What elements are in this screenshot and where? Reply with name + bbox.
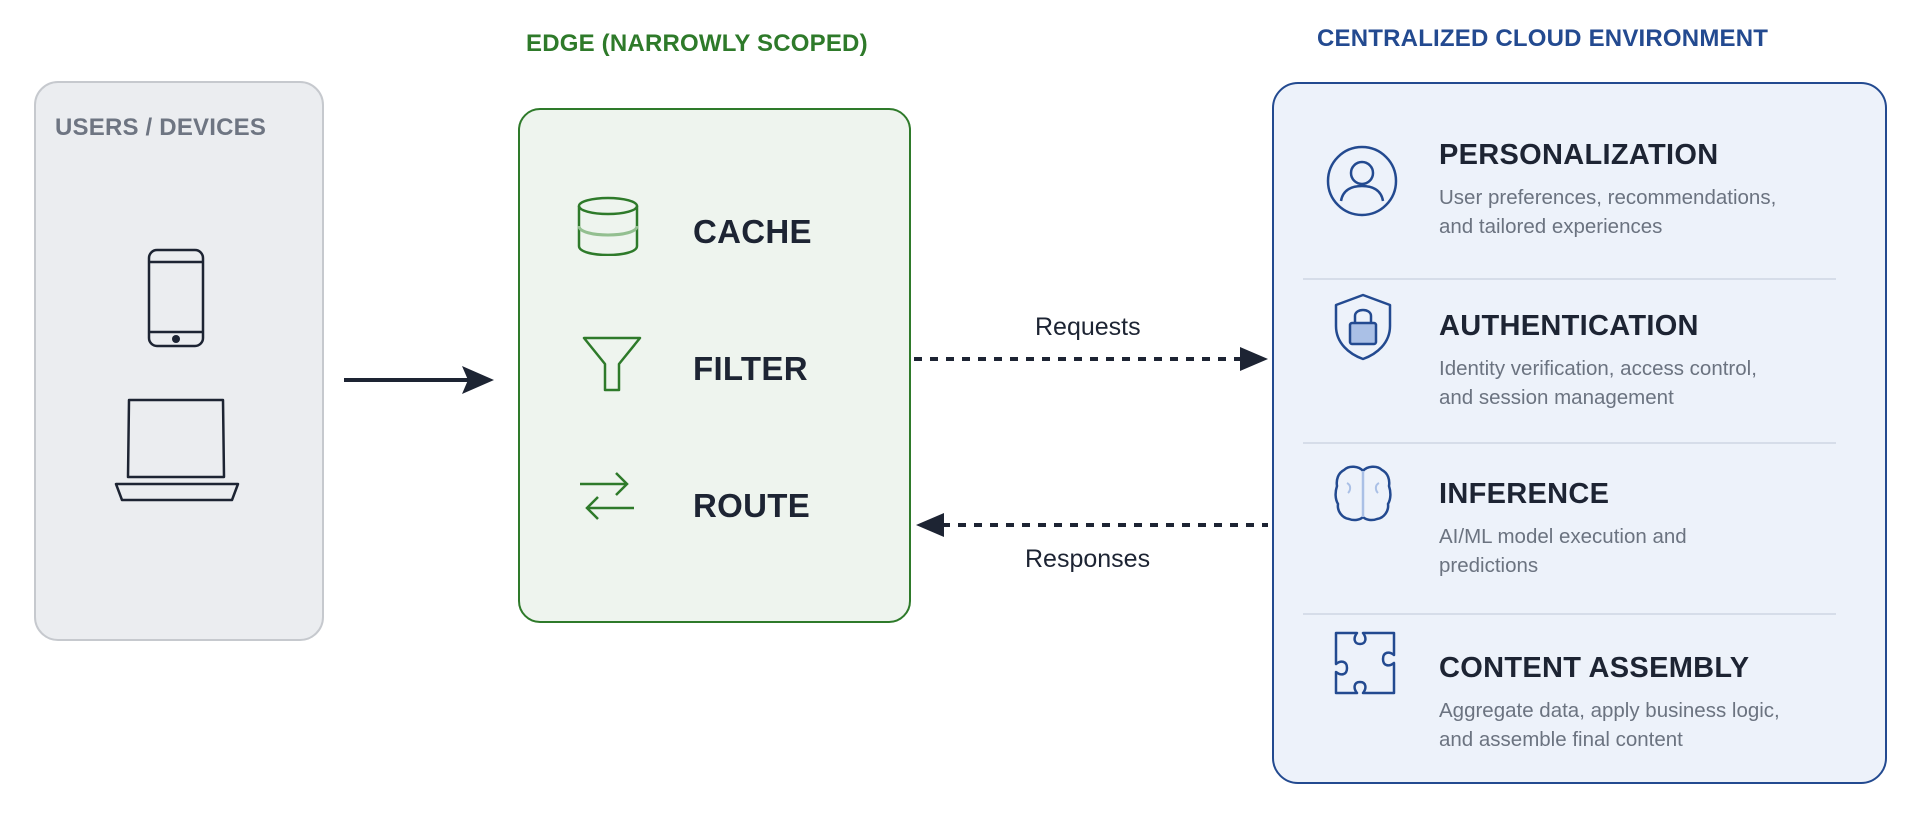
service-description-line: Aggregate data, apply business logic, bbox=[1439, 699, 1780, 722]
service-content-assembly-description: Aggregate data, apply business logic, an… bbox=[1439, 696, 1839, 754]
responses-arrow bbox=[916, 513, 1268, 537]
service-divider bbox=[1303, 278, 1836, 280]
service-description-line: and assemble final content bbox=[1439, 728, 1683, 751]
edge-item-filter-label: FILTER bbox=[693, 350, 808, 387]
database-icon bbox=[577, 196, 639, 256]
shield-lock-icon bbox=[1334, 293, 1392, 361]
service-divider bbox=[1303, 442, 1836, 444]
user-icon bbox=[1326, 145, 1398, 217]
service-description-line: predictions bbox=[1439, 554, 1539, 577]
cloud-title: CENTRALIZED CLOUD ENVIRONMENT bbox=[1317, 25, 1769, 52]
edge-item-route-label: ROUTE bbox=[693, 487, 810, 524]
requests-arrow bbox=[914, 347, 1268, 371]
service-inference-title: INFERENCE bbox=[1439, 478, 1610, 510]
service-personalization-title: PERSONALIZATION bbox=[1439, 139, 1719, 171]
users-to-edge-arrow bbox=[344, 366, 494, 394]
swap-arrows-icon bbox=[580, 472, 634, 520]
edge-item-cache-label: CACHE bbox=[693, 213, 812, 250]
service-description-line: Identity verification, access control, bbox=[1439, 357, 1757, 380]
smartphone-icon bbox=[147, 248, 205, 348]
puzzle-icon bbox=[1334, 631, 1396, 695]
service-description-line: and tailored experiences bbox=[1439, 215, 1663, 238]
service-authentication-description: Identity verification, access control, a… bbox=[1439, 354, 1839, 412]
service-description-line: User preferences, recommendations, bbox=[1439, 186, 1777, 209]
service-description-line: AI/ML model execution and bbox=[1439, 525, 1687, 548]
service-personalization-description: User preferences, recommendations, and t… bbox=[1439, 183, 1839, 241]
brain-icon bbox=[1334, 465, 1392, 522]
users-devices-panel bbox=[34, 81, 324, 641]
users-devices-title: USERS / DEVICES bbox=[55, 114, 267, 141]
edge-panel bbox=[518, 108, 911, 623]
service-divider bbox=[1303, 613, 1836, 615]
edge-title: EDGE (NARROWLY SCOPED) bbox=[526, 30, 868, 57]
cloud-panel bbox=[1272, 82, 1887, 784]
service-authentication-title: AUTHENTICATION bbox=[1439, 310, 1699, 342]
funnel-icon bbox=[582, 336, 642, 392]
service-content-assembly-title: CONTENT ASSEMBLY bbox=[1439, 652, 1750, 684]
laptop-icon bbox=[114, 398, 240, 502]
requests-label: Requests bbox=[1035, 313, 1141, 341]
service-description-line: and session management bbox=[1439, 386, 1674, 409]
service-inference-description: AI/ML model execution and predictions bbox=[1439, 522, 1839, 580]
responses-label: Responses bbox=[1025, 545, 1151, 573]
